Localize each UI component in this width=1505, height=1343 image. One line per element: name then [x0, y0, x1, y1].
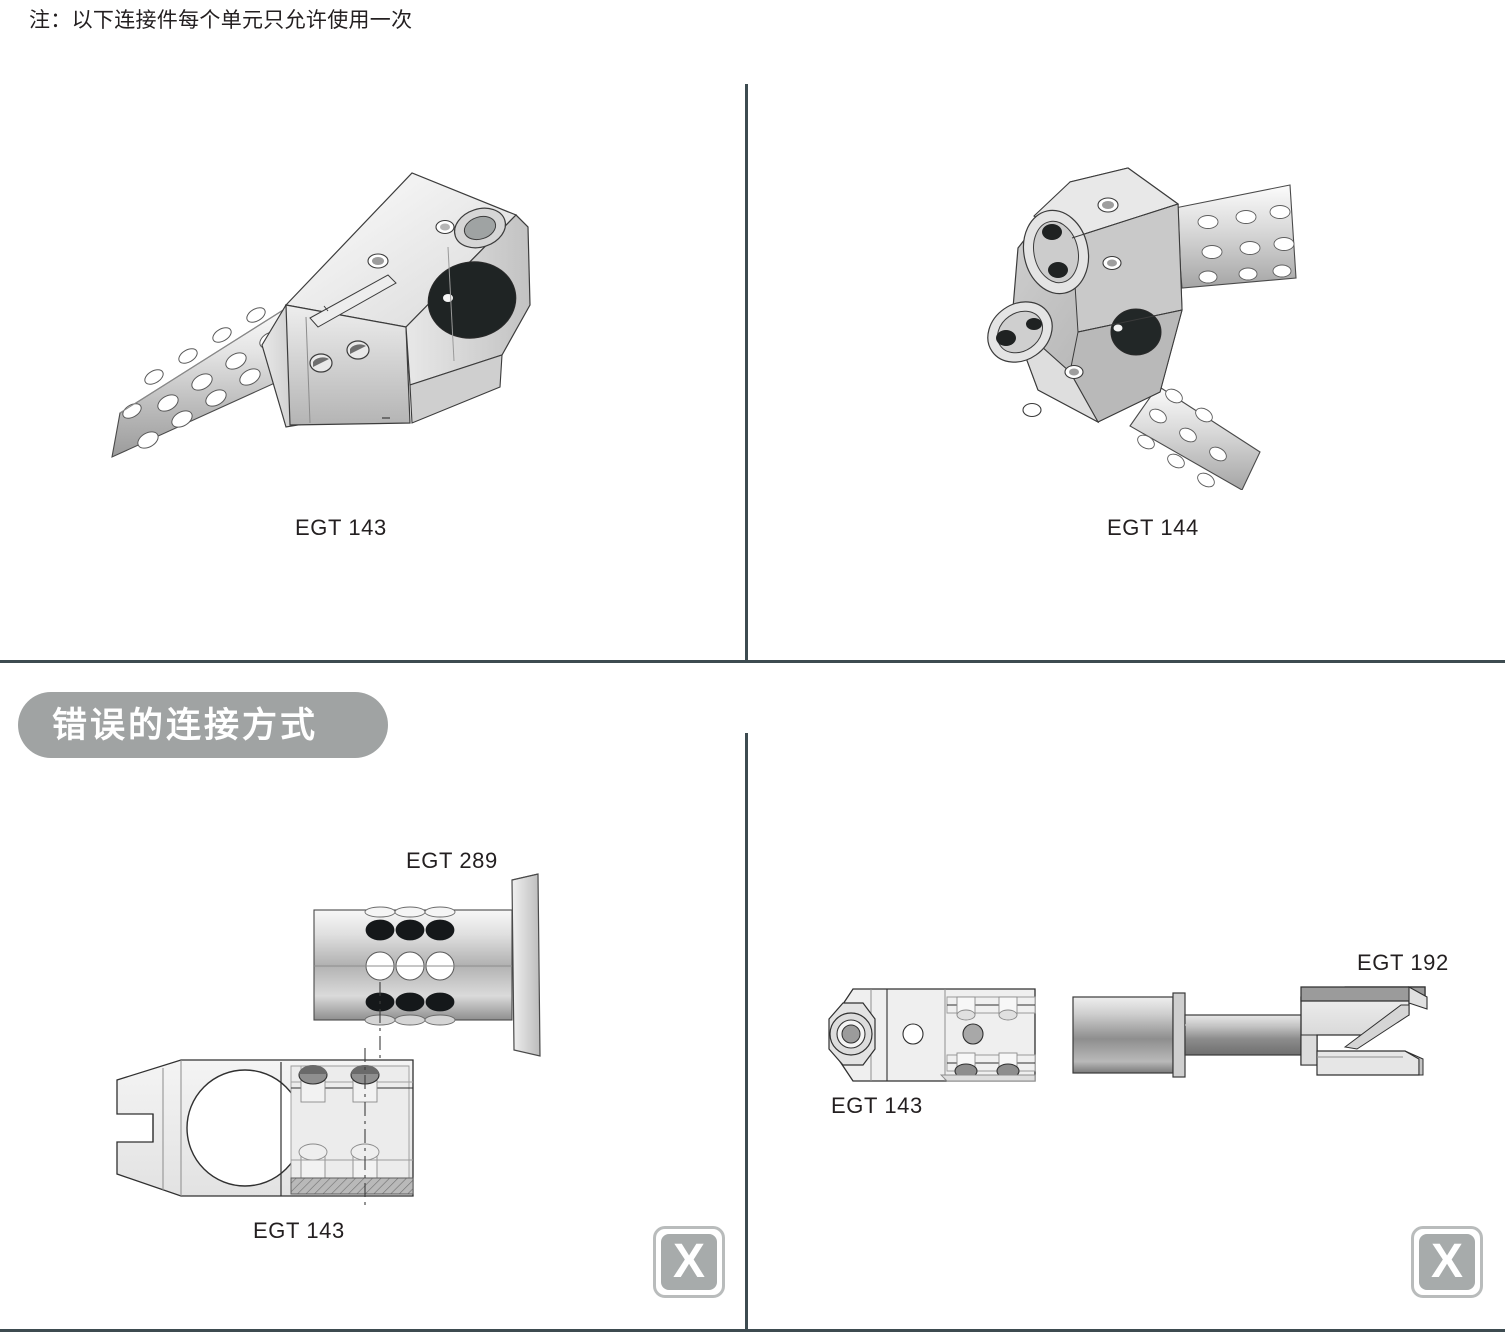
vertical-divider-top [745, 84, 748, 660]
horizontal-divider-middle [0, 660, 1505, 663]
incorrect-marker-left: X [653, 1226, 725, 1298]
section-badge-label: 错误的连接方式 [52, 705, 319, 745]
x-icon: X [672, 1235, 705, 1288]
part-label-egt192: EGT 192 [1357, 950, 1449, 975]
x-icon: X [1430, 1235, 1463, 1288]
incorrect-marker-left-inner: X [661, 1234, 717, 1290]
horizontal-divider-bottom [0, 1329, 1505, 1332]
figure-egt143-clamp-top-view [95, 1048, 455, 1213]
incorrect-marker-right: X [1411, 1226, 1483, 1298]
part-label-egt144-top-right: EGT 144 [1107, 515, 1199, 540]
part-label-egt143-top-left: EGT 143 [295, 515, 387, 540]
figure-egt143-clamp-3d [110, 155, 540, 500]
part-label-egt143-bottom-left: EGT 143 [253, 1218, 345, 1243]
part-label-egt143-bottom-right: EGT 143 [831, 1093, 923, 1118]
part-label-egt289: EGT 289 [406, 848, 498, 873]
section-badge-incorrect-connections: 错误的连接方式 [18, 692, 388, 758]
figure-egt143-egt192-assembly [805, 975, 1465, 1100]
incorrect-marker-right-inner: X [1419, 1234, 1475, 1290]
figure-egt289-cylinder [290, 870, 550, 1075]
figure-egt144-joint-3d [960, 160, 1350, 495]
note-text: 注：以下连接件每个单元只允许使用一次 [29, 9, 413, 32]
vertical-divider-bottom [745, 733, 748, 1329]
